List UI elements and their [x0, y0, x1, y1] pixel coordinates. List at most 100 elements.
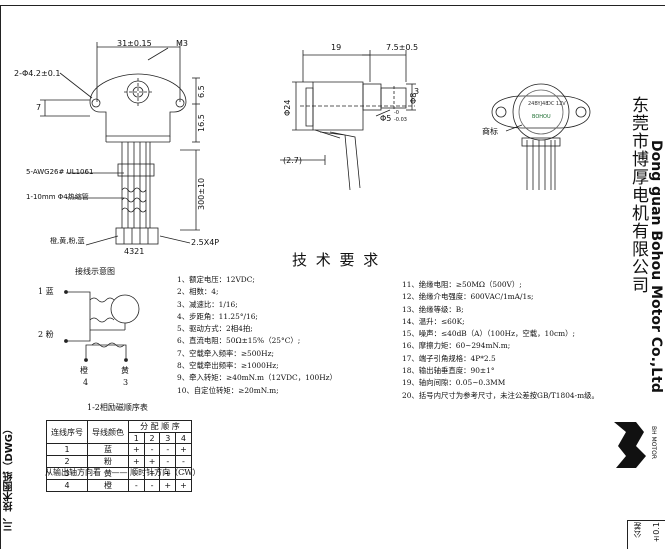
- requirement-item: 9、牵入转矩：≥40mN.m（12VDC，100Hz）: [177, 373, 337, 383]
- requirement-item: 16、摩擦力矩：60~294mN.m;: [402, 341, 511, 351]
- dim-2-7: (2.7): [283, 156, 302, 165]
- motor-model-text: 24BYJ48: [528, 101, 549, 107]
- tolerance-value: ±0.1: [652, 522, 661, 544]
- step-header: 4: [175, 432, 192, 444]
- col-header-no: 连线序号: [46, 420, 88, 444]
- motor-voltage-text: DC 12V: [547, 101, 566, 107]
- row-step-value: +: [159, 479, 177, 492]
- left-border: [0, 5, 1, 549]
- dim-length-19: 19: [331, 43, 342, 52]
- dim-flat-3: 3: [414, 87, 420, 96]
- wire-harness: [66, 142, 200, 246]
- row-step-value: +: [175, 443, 192, 456]
- wire-colors-label: 橙,黄,粉,蓝: [50, 237, 85, 245]
- connector-spec: 2.5X4P: [191, 238, 220, 247]
- top-view-motor: [40, 42, 200, 143]
- row-number: 1: [46, 443, 88, 456]
- dim-thread-m3: M3: [176, 39, 188, 48]
- requirement-item: 12、绝缘介电强度：600VAC/1mA/1s;: [402, 292, 534, 302]
- dim-shaft-tol-top: -0: [394, 110, 399, 116]
- row-step-value: -: [159, 443, 177, 456]
- connector-pins: 4321: [124, 247, 145, 256]
- requirement-item: 10、自定位转矩：≥20mN.m;: [177, 385, 279, 395]
- heat-shrink-tube: 1-10mm Φ4热缩管: [26, 193, 89, 201]
- requirement-item: 8、空载牵出频率：≥1000Hz;: [177, 361, 279, 371]
- col-header-color: 导线颜色: [87, 420, 129, 444]
- row-step-value: -: [175, 455, 192, 468]
- row-step-value: +: [175, 479, 192, 492]
- requirement-item: 19、轴向间隙：0.05~0.3MM: [402, 378, 506, 388]
- tolerance-label: 公差: [633, 522, 642, 538]
- wiring-diagram: [64, 290, 140, 362]
- requirement-item: 18、输出轴垂直度：90±1°: [402, 366, 495, 376]
- dim-shaft-dia: Φ5: [380, 114, 392, 123]
- requirement-item: 5、驱动方式：2相4拍;: [177, 324, 253, 334]
- title-block-line: [627, 520, 665, 521]
- direction-note: 从输出轴方向看 ——— 顺时针方向（CW）: [45, 468, 201, 477]
- dim-shaft-tol-bot: -0.03: [394, 117, 407, 123]
- leadwire-type: 5-AWG26# UL1061: [26, 168, 94, 176]
- requirement-item: 3、减速比：1/16;: [177, 299, 238, 309]
- step-header: 3: [159, 432, 177, 444]
- row-wire-color: 橙: [87, 479, 129, 492]
- row-step-value: +: [128, 443, 145, 456]
- trademark-label: 商标: [482, 127, 498, 136]
- motor-brand-text: BOHOU: [532, 114, 551, 120]
- requirements-title: 技 术 要 求: [292, 251, 381, 269]
- dim-mount-holes: 2-Φ4.2±0.1: [14, 69, 61, 78]
- row-step-value: -: [128, 479, 145, 492]
- requirement-item: 17、端子引角规格：4P*2.5: [402, 353, 496, 363]
- requirement-item: 2、相数：4;: [177, 287, 219, 297]
- row-number: 4: [46, 479, 88, 492]
- row-step-value: +: [143, 455, 161, 468]
- step-header: 1: [128, 432, 145, 444]
- dim-7: 7: [36, 103, 42, 112]
- dim-width-31: 31±0.15: [117, 39, 152, 48]
- dim-lead-length: 300±10: [197, 177, 206, 210]
- row-number: 2: [46, 455, 88, 468]
- wire-yellow-num: 3: [123, 378, 129, 387]
- requirements-list-left: 1、额定电压：12VDC;2、相数：4;3、减速比：1/16;4、步距角：11.…: [177, 274, 337, 397]
- dim-16-5: 16.5: [197, 114, 206, 132]
- label-view-motor: [491, 83, 591, 190]
- wire-orange-num: 4: [83, 378, 89, 387]
- step-header: 2: [143, 432, 161, 444]
- col-header-sequence: 分 配 顺 序: [128, 420, 192, 433]
- requirement-item: 20、括号内尺寸为参考尺寸，未注公差按GB/T1804-m级。: [402, 390, 599, 400]
- requirement-item: 7、空载牵入频率：≥500Hz;: [177, 348, 274, 358]
- company-name-en: Dong guan Bohou Motor Co.,Ltd: [648, 140, 664, 393]
- wire-2-pink: 2 粉: [38, 330, 54, 339]
- dim-dia-24: Φ24: [283, 99, 292, 116]
- row-step-value: -: [143, 443, 161, 456]
- title-block-vline: [627, 520, 628, 549]
- dim-shaft-7-5: 7.5±0.5: [386, 43, 419, 52]
- requirement-item: 11、绝缘电阻：≥50MΩ（500V）;: [402, 280, 522, 289]
- bh-logo: [614, 422, 646, 468]
- wiring-title: 接线示意图: [75, 267, 115, 276]
- wire-1-blue: 1 蓝: [38, 287, 54, 296]
- requirement-item: 15、噪声：≤40dB（A）（100Hz，空载，10cm）;: [402, 329, 575, 339]
- row-step-value: -: [159, 455, 177, 468]
- top-border: [0, 5, 665, 6]
- requirement-item: 13、绝缘等级：B;: [402, 304, 464, 314]
- wire-yellow: 黄: [121, 366, 129, 375]
- row-step-value: -: [143, 479, 161, 492]
- sequence-table-title: 1-2相励磁顺序表: [87, 403, 148, 412]
- requirement-item: 14、温升：≤60K;: [402, 316, 465, 326]
- side-view-motor: [280, 50, 416, 191]
- wire-orange: 橙: [80, 366, 88, 375]
- row-wire-color: 粉: [87, 455, 129, 468]
- drawing-section-title: 三、技术图纸（DWG）: [4, 424, 15, 532]
- requirements-list-right: 11、绝缘电阻：≥50MΩ（500V）; 12、绝缘介电强度：600VAC/1mA…: [402, 279, 599, 402]
- row-step-value: +: [128, 455, 145, 468]
- row-wire-color: 蓝: [87, 443, 129, 456]
- company-name-cn: 东莞市博厚电机有限公司: [628, 96, 648, 294]
- requirement-item: 6、直流电阻：50Ω±15%（25°C）;: [177, 336, 301, 346]
- requirement-item: 4、步距角：11.25°/16;: [177, 311, 258, 321]
